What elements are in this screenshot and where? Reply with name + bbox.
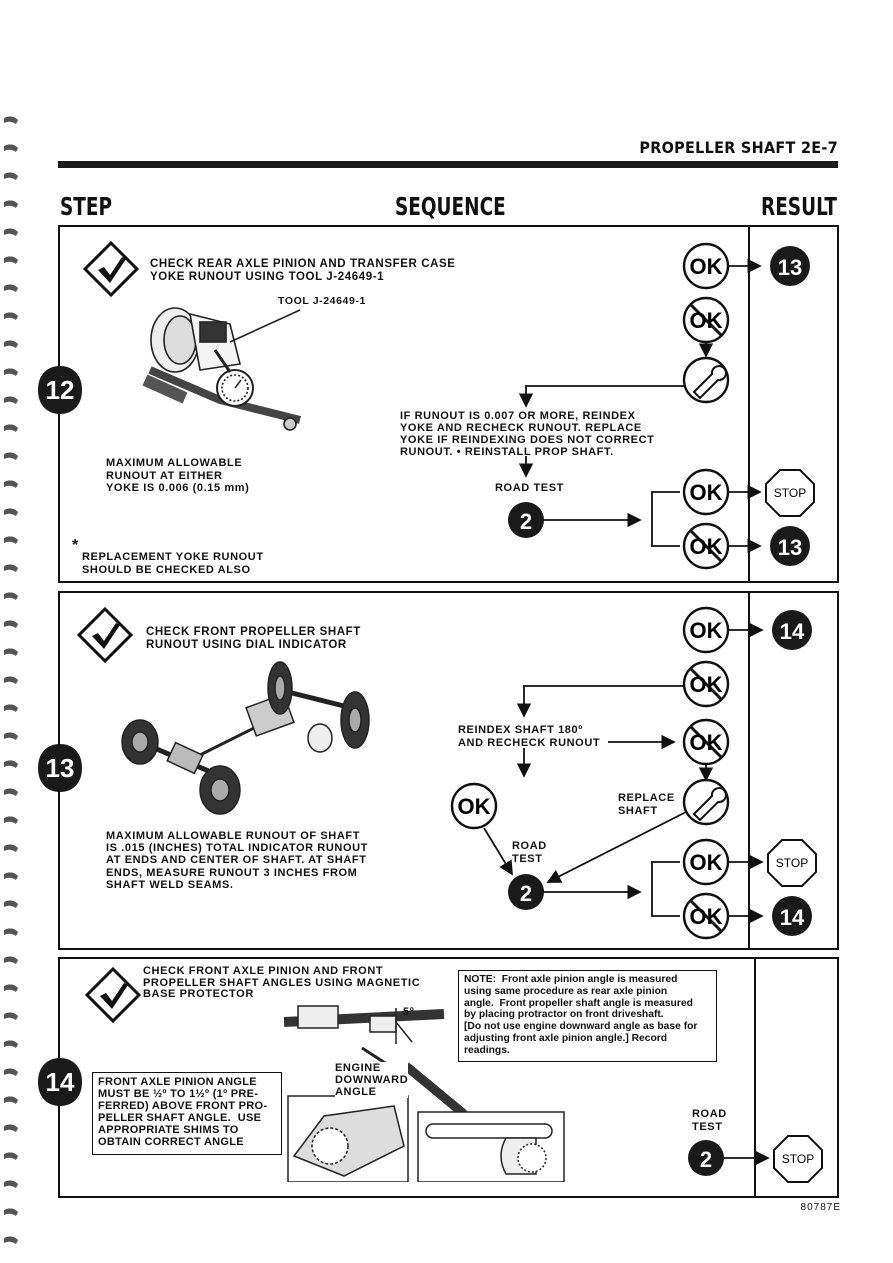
ok-label: OK xyxy=(690,254,723,279)
stop-sign-icon xyxy=(767,839,817,887)
header-rule xyxy=(58,161,838,168)
step-12-max-runout: MAXIMUM ALLOWABLE RUNOUT AT EITHER YOKE … xyxy=(106,457,250,494)
step-13-badge: 13 xyxy=(38,744,82,792)
step-14-number: 14 xyxy=(46,1067,75,1097)
step-14-pinion-angle-box: FRONT AXLE PINION ANGLE MUST BE ½º TO 1½… xyxy=(92,1072,282,1155)
figure-code: 80787E xyxy=(800,1202,841,1213)
road-test-step-badge xyxy=(688,1140,724,1176)
result-step-badge xyxy=(770,246,810,286)
road-test-step-badge xyxy=(508,874,544,910)
step-13-reindex-text: REINDEX SHAFT 180º AND RECHECK RUNOUT xyxy=(458,724,601,749)
step-13-checkmark-icon xyxy=(76,606,134,664)
result-divider-14 xyxy=(754,959,756,1196)
step-14-badge: 14 xyxy=(38,1058,82,1106)
result-step-number: 14 xyxy=(780,905,805,930)
result-divider-13 xyxy=(748,593,750,948)
step-14-note-box: NOTE: Front axle pinion angle is measure… xyxy=(458,970,717,1062)
step-12-number: 12 xyxy=(46,375,75,405)
result-step-badge xyxy=(772,610,812,650)
not-ok-label: OK xyxy=(690,534,723,559)
not-ok-label: OK xyxy=(690,672,723,697)
column-heading-result: RESULT xyxy=(761,192,838,221)
axle-angle-illustration xyxy=(284,1005,565,1182)
dial-indicator-tool-illustration xyxy=(142,307,301,431)
step-12-asterisk: * xyxy=(72,537,79,554)
step-14-instruction: CHECK FRONT AXLE PINION AND FRONT PROPEL… xyxy=(143,965,421,1000)
step-13-road-test-label: ROAD TEST xyxy=(512,840,547,865)
stop-sign-icon xyxy=(765,469,815,517)
stop-label: STOP xyxy=(782,1152,814,1166)
step-12-if-runout-text: IF RUNOUT IS 0.007 OR MORE, REINDEX YOKE… xyxy=(400,410,655,458)
drivetrain-chassis-illustration xyxy=(121,661,370,815)
step-12-checkmark-icon xyxy=(82,240,140,298)
step-14-road-test-label: ROAD TEST xyxy=(692,1108,727,1133)
result-step-badge xyxy=(770,526,810,566)
step-12-road-test-label: ROAD TEST xyxy=(495,482,564,494)
road-test-step-badge xyxy=(508,502,544,538)
result-step-number: 13 xyxy=(778,255,802,280)
ok-label: OK xyxy=(690,850,723,875)
ok-label: OK xyxy=(690,480,723,505)
step-12-instruction: CHECK REAR AXLE PINION AND TRANSFER CASE… xyxy=(150,258,456,283)
not-ok-label: OK xyxy=(690,730,723,755)
step-14-checkmark-icon xyxy=(84,966,142,1024)
step-14-degree-label: 5º xyxy=(403,1006,415,1018)
step-13-flow: OK OK OK OK OK OK 2 14 STOP 14 xyxy=(450,606,817,940)
step-13-number: 13 xyxy=(46,753,75,783)
ok-label: OK xyxy=(690,618,723,643)
result-divider-12 xyxy=(748,227,750,581)
step-12-flow: OK OK OK OK 2 13 STOP 13 xyxy=(508,242,815,570)
binding-holes xyxy=(4,116,18,1244)
result-step-number: 13 xyxy=(778,535,802,560)
section-title: PROPELLER SHAFT 2E-7 xyxy=(639,138,838,157)
road-test-step-number: 2 xyxy=(520,881,532,906)
not-ok-label: OK xyxy=(690,904,723,929)
stop-label: STOP xyxy=(774,486,806,500)
not-ok-label: OK xyxy=(690,308,723,333)
result-step-badge xyxy=(772,896,812,936)
step-13-max-runout: MAXIMUM ALLOWABLE RUNOUT OF SHAFT IS .01… xyxy=(106,830,368,891)
column-heading-sequence: SEQUENCE xyxy=(395,192,506,221)
stop-label: STOP xyxy=(776,856,808,870)
stop-sign-icon xyxy=(773,1135,823,1183)
step-13-instruction: CHECK FRONT PROPELLER SHAFT RUNOUT USING… xyxy=(146,626,361,651)
ok-label: OK xyxy=(458,794,491,819)
result-step-number: 14 xyxy=(780,619,805,644)
step-14-flow: 2 STOP xyxy=(688,1135,823,1183)
step-12-badge: 12 xyxy=(38,366,82,414)
column-heading-step: STEP xyxy=(60,192,112,221)
road-test-step-number: 2 xyxy=(700,1147,712,1172)
step-12-tool-label: TOOL J-24649-1 xyxy=(278,295,366,307)
step-13-replace-shaft-text: REPLACE SHAFT xyxy=(618,792,675,817)
step-14-engine-downward-label: ENGINE DOWNWARD ANGLE xyxy=(335,1062,409,1098)
step-12-replacement-note: REPLACEMENT YOKE RUNOUT SHOULD BE CHECKE… xyxy=(82,551,264,576)
road-test-step-number: 2 xyxy=(520,509,532,534)
